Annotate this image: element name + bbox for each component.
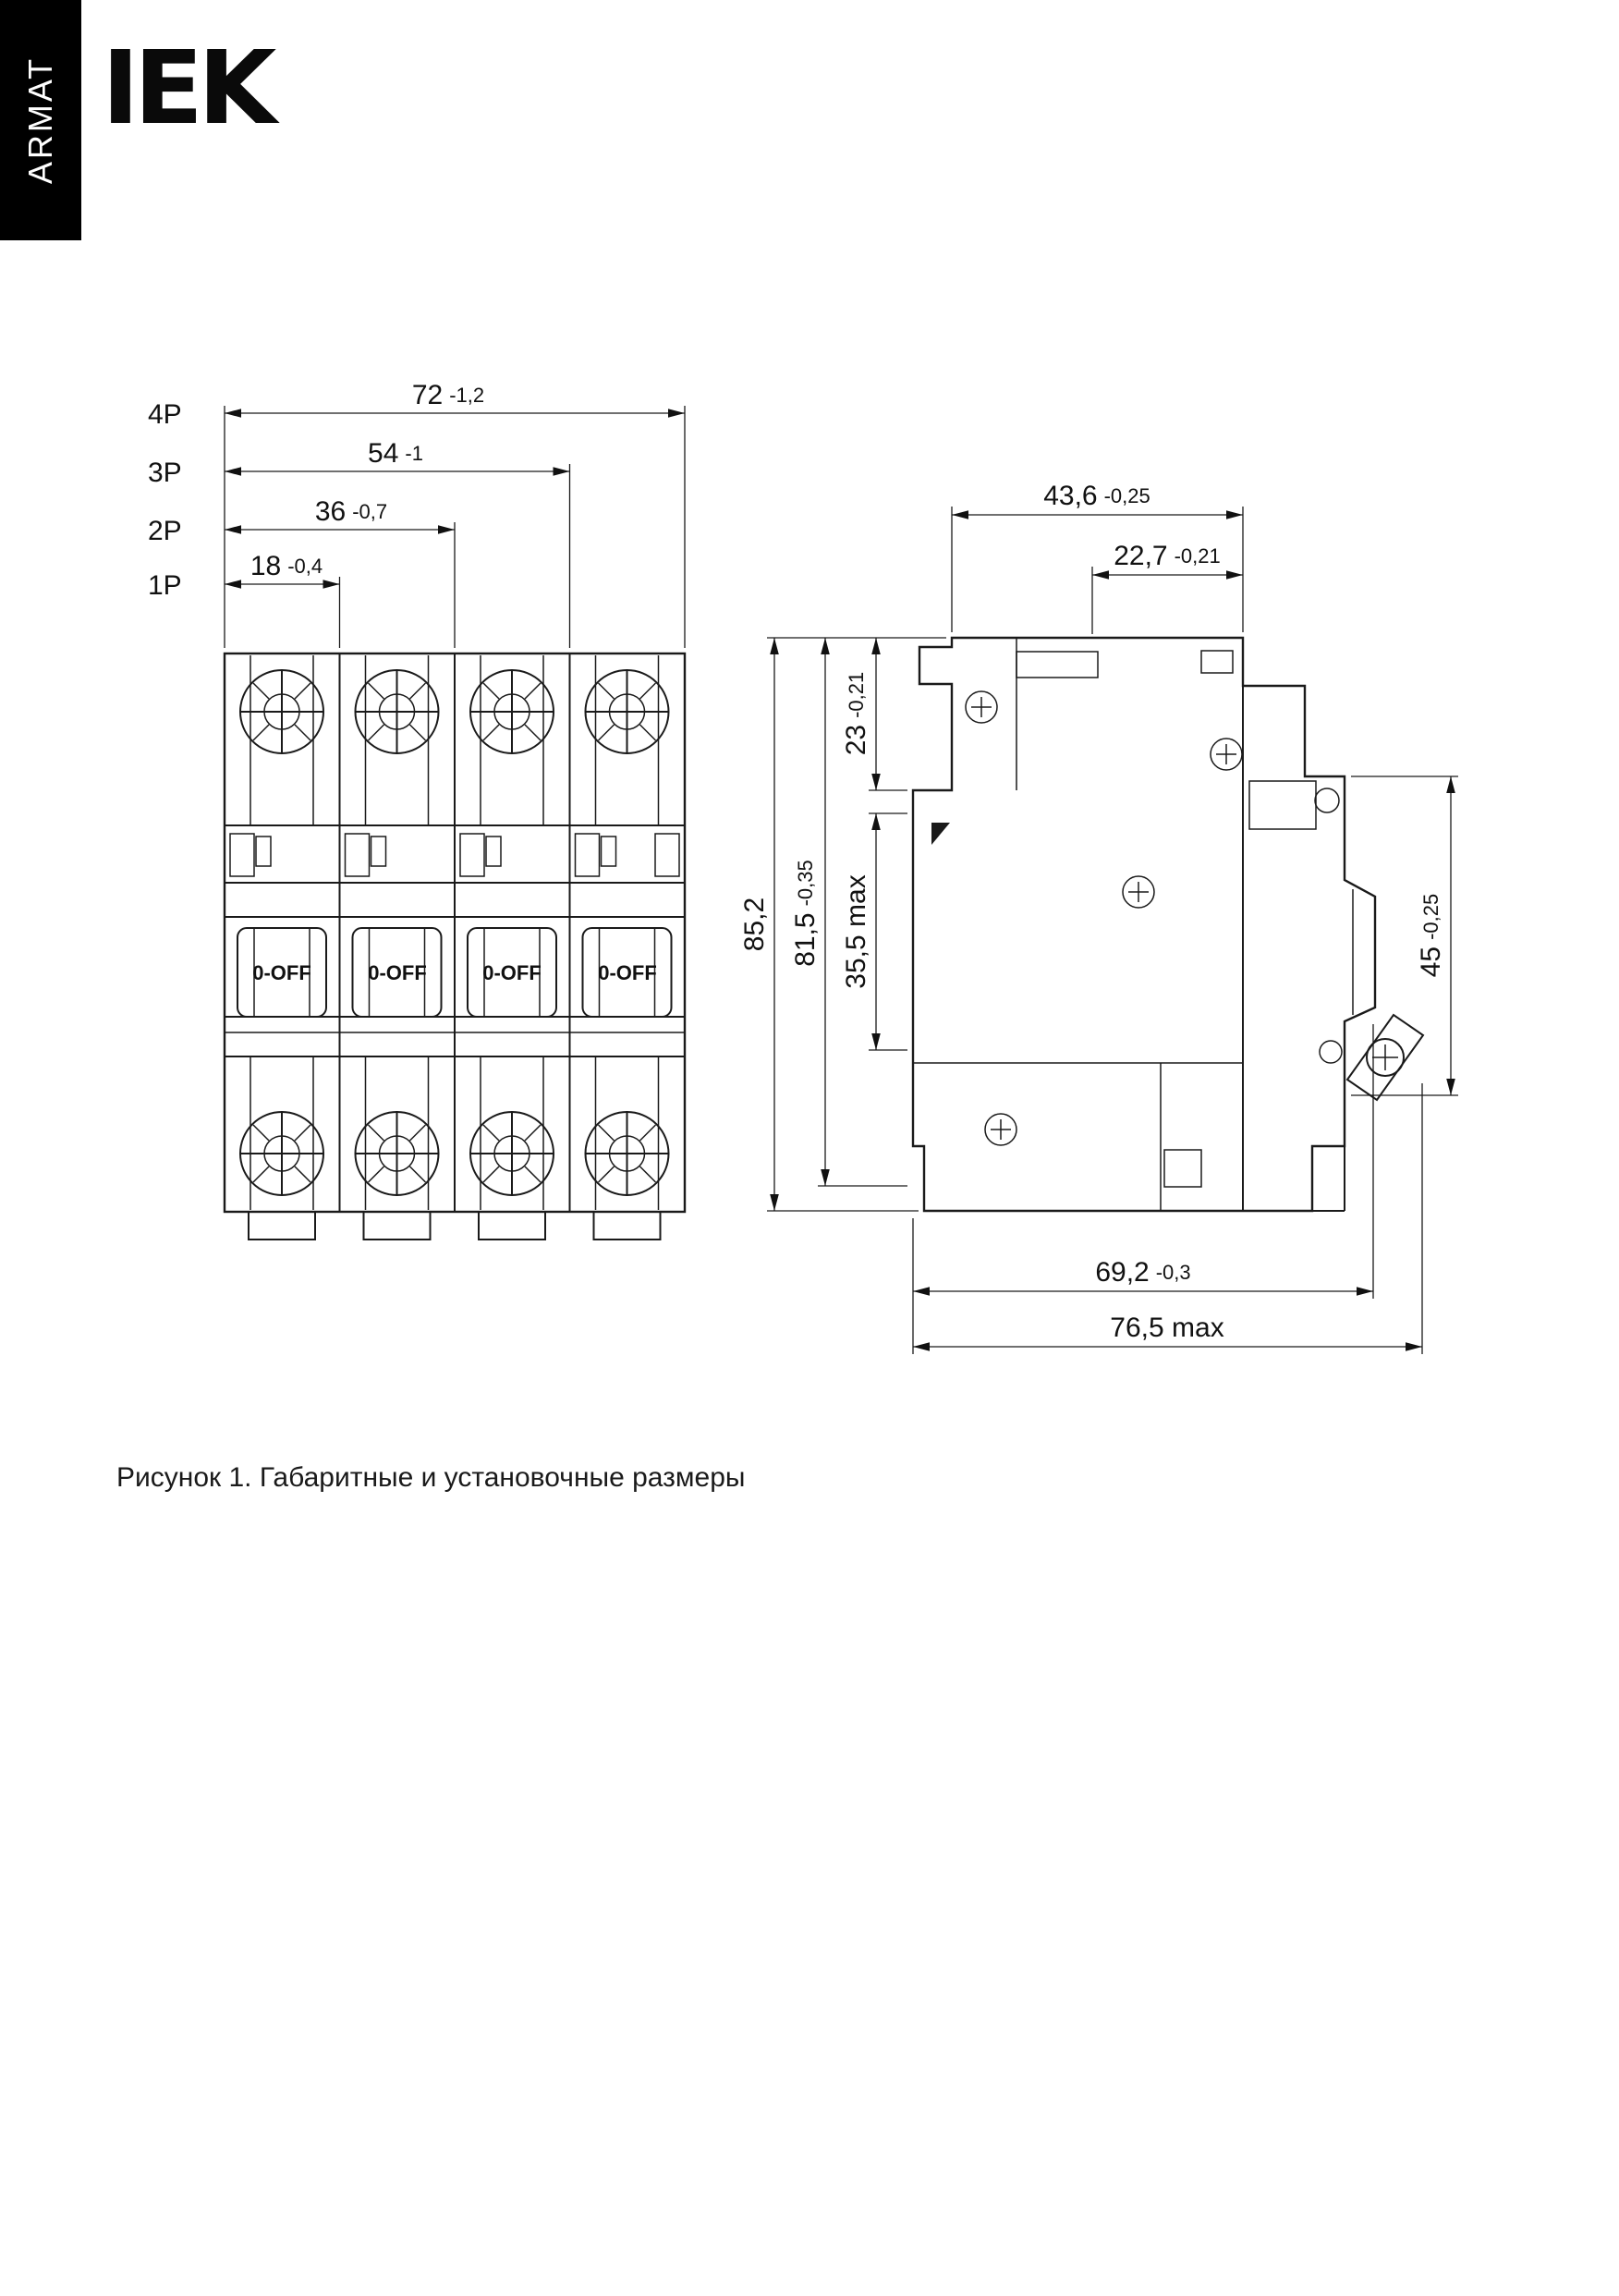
dim-width-4p: 72-1,2 (412, 380, 484, 410)
dim-terminal-width: 22,7-0,21 (1114, 541, 1221, 571)
pole-label-1p: 1P (148, 570, 182, 601)
marking-window (1248, 780, 1317, 830)
pole-1 (230, 655, 326, 1240)
dim-depth-bottom: 69,2-0,3 (1095, 1257, 1190, 1288)
side-view-dimensions: 43,6-0,25 22,7-0,21 85,2 81,5-0,35 23-0,… (739, 481, 1458, 1354)
brand-vertical-bar: ARMAT (0, 0, 81, 240)
terminal-wedge (931, 823, 950, 845)
dim-width-2p: 36-0,7 (315, 496, 387, 527)
pole-2 (346, 655, 442, 1240)
pole-label-3p: 3P (148, 458, 182, 488)
front-view: 0-OFF 0-OFF 0-OFF 0-OFF (223, 652, 687, 1240)
toggle-label-2: 0-OFF (368, 961, 427, 984)
iek-logo: IEK (102, 29, 276, 147)
figure-caption: Рисунок 1. Габаритные и установочные раз… (116, 1462, 746, 1493)
dim-depth-mid-max: 35,5 max (841, 874, 871, 988)
dim-width-1p: 18-0,4 (250, 551, 323, 581)
dim-width-3p: 54-1 (368, 438, 423, 469)
toggle-label-4: 0-OFF (598, 961, 657, 984)
din-latch (1345, 1013, 1425, 1102)
dim-height-overall: 85,2 (739, 898, 770, 951)
dim-depth-top: 23-0,21 (841, 672, 871, 756)
pole-label-2p: 2P (148, 516, 182, 546)
pole-label-4p: 4P (148, 399, 182, 430)
dim-front-height: 45-0,25 (1416, 894, 1446, 978)
front-view-dimensions: 4P 3P 2P 1P 72-1,2 54-1 36-0,7 18-0,4 (148, 380, 686, 648)
toggle-label-3: 0-OFF (482, 961, 542, 984)
toggle-label-1: 0-OFF (252, 961, 311, 984)
pole-3 (460, 655, 556, 1240)
dim-depth-bottom-max: 76,5 max (1110, 1313, 1223, 1343)
pole-4 (576, 655, 672, 1240)
dim-height-body: 81,5-0,35 (790, 860, 821, 967)
dim-top-width: 43,6-0,25 (1043, 481, 1150, 511)
side-view (911, 636, 1425, 1213)
side-body-outline (911, 636, 1377, 1213)
